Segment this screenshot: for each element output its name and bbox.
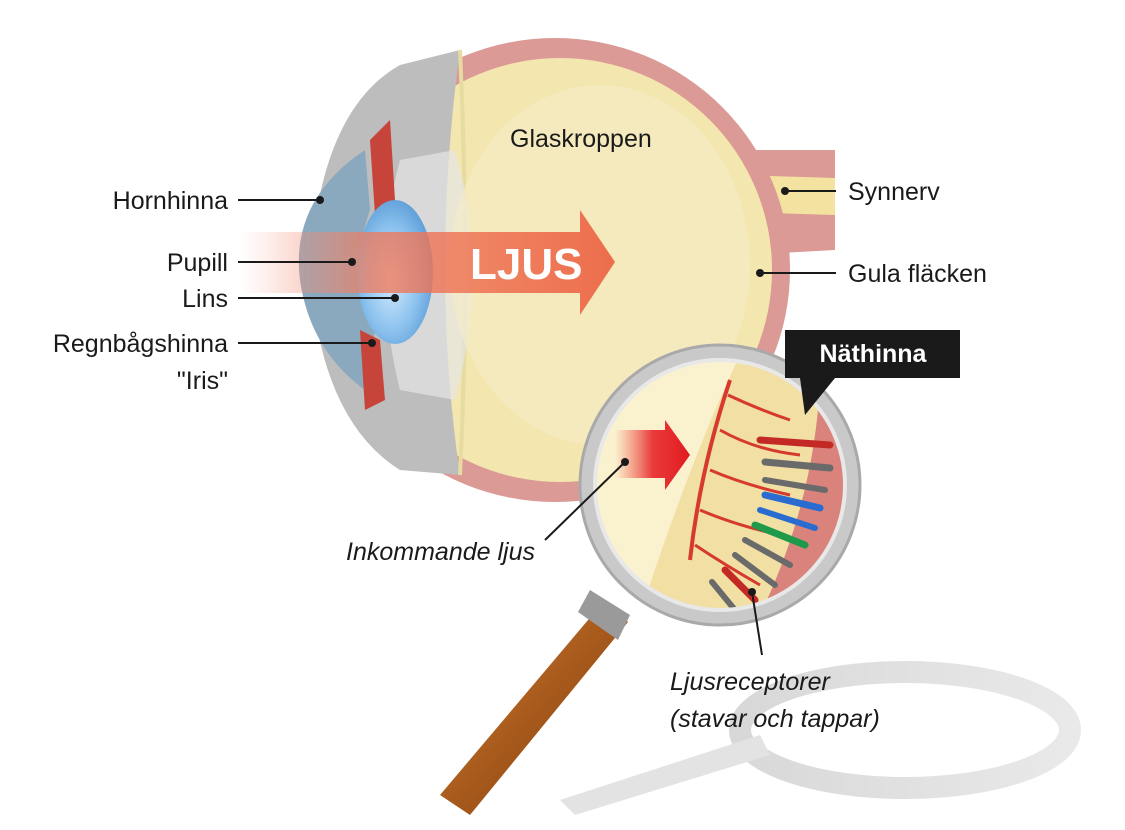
ljus-label: LJUS (470, 240, 582, 289)
synnerv-label: Synnerv (848, 178, 940, 206)
nathinna-callout: Näthinna (785, 330, 960, 415)
inkommande-ljus-label: Inkommande ljus (346, 538, 535, 566)
magnifier-handle (440, 600, 628, 815)
pupill-label: Pupill (167, 249, 228, 277)
iris-label: "Iris" (177, 367, 228, 395)
stavar-och-tappar-label: (stavar och tappar) (670, 705, 880, 733)
nathinna-label: Näthinna (820, 340, 928, 368)
gula-flacken-label: Gula fläcken (848, 260, 987, 288)
regnbagshinna-label: Regnbågshinna (53, 330, 228, 358)
hornhinna-label: Hornhinna (113, 187, 228, 215)
glaskroppen-label: Glaskroppen (510, 125, 652, 153)
lins-label: Lins (182, 285, 228, 313)
ljusreceptorer-label: Ljusreceptorer (670, 668, 831, 696)
